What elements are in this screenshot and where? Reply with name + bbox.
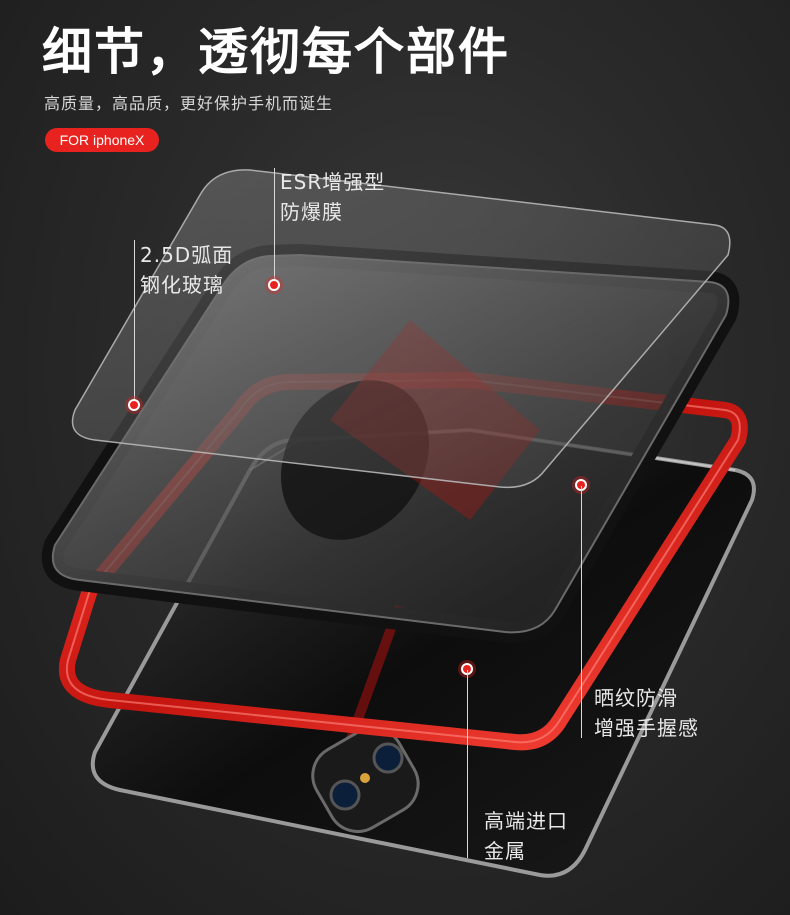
film-callout-line2: 防爆膜 [280,200,343,224]
model-badge: FOR iphoneX [45,128,159,152]
grip-callout-line [581,486,582,738]
glass-callout-line [134,240,135,405]
glass-callout-label: 2.5D弧面 钢化玻璃 [140,240,233,300]
film-callout-line [274,168,275,284]
glass-callout-line1: 2.5D弧面 [140,243,234,267]
film-callout-dot [268,279,280,291]
page-title: 细节，透彻每个部件 [42,23,510,81]
camera-module [311,726,420,833]
film-callout-label: ESR增强型 防爆膜 [280,167,385,227]
glass-callout-dot [128,399,140,411]
grip-callout-line1: 晒纹防滑 [594,686,678,710]
metal-callout-label: 高端进口 金属 [484,806,568,866]
page-subtitle: 高质量，高品质，更好保护手机而诞生 [44,94,334,113]
screen-protector-film [71,169,731,489]
grip-callout-label: 晒纹防滑 增强手握感 [594,683,699,743]
metal-callout-line2: 金属 [484,839,526,863]
glass-callout-line2: 钢化玻璃 [140,273,224,297]
metal-callout-line1: 高端进口 [484,809,568,833]
film-callout-line1: ESR增强型 [280,170,386,194]
grip-callout-line2: 增强手握感 [594,716,699,740]
metal-callout-line [467,670,468,858]
